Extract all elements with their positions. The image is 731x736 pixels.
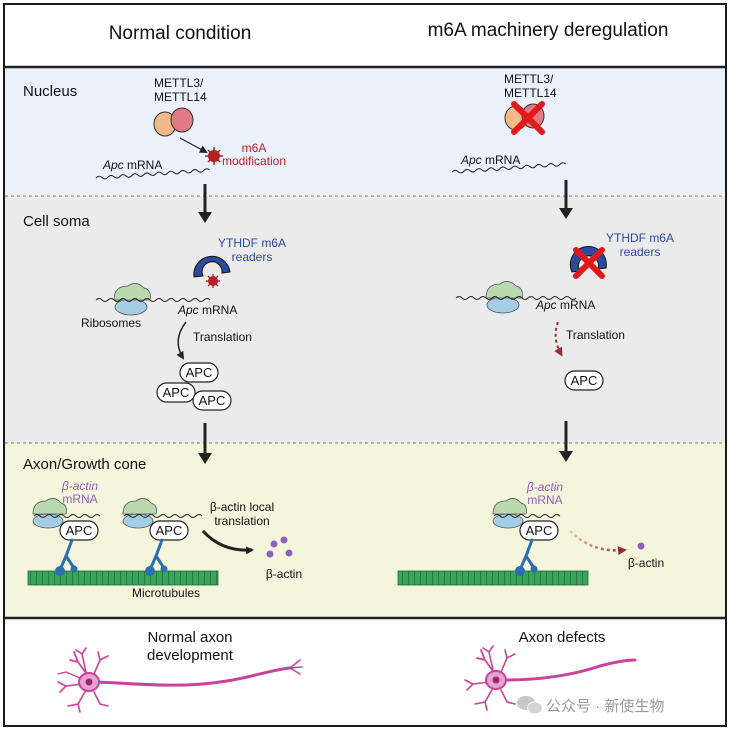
- apc-protein-left-1: APC: [179, 362, 219, 383]
- down-arrow-soma-left: [198, 423, 212, 464]
- translation-label-right: Translation: [566, 328, 625, 342]
- local-translation-label-1: β-actin local: [210, 500, 274, 514]
- mrna-strand-nucleus-left: [95, 168, 211, 180]
- translation-arrow-left: [176, 321, 187, 360]
- beta-actin-label-left: β-actin: [266, 567, 302, 581]
- soma-label: Cell soma: [23, 213, 90, 230]
- beta-actin-dot-right: [637, 542, 645, 550]
- m6a-mark-icon: [205, 147, 223, 165]
- ribosome-icon-left: [113, 283, 151, 316]
- svg-text:APC: APC: [199, 393, 226, 408]
- beta-actin-mrna-label-2: mRNA: [62, 492, 97, 506]
- mrna-strand-soma-right: [455, 296, 577, 300]
- beta-actin-mrna-label-1: β-actin: [61, 479, 99, 493]
- enzyme-label-right-1: METTL3/: [504, 72, 554, 86]
- down-arrow-soma-right: [559, 421, 573, 462]
- reader-label-right-2: readers: [620, 245, 661, 259]
- apc-protein-right: APC: [564, 370, 604, 391]
- down-arrow-nucleus-right: [559, 180, 573, 219]
- svg-text:APC: APC: [156, 523, 183, 538]
- translation-arrow-right: [554, 321, 563, 357]
- apc-mrna-label-soma-right: Apc mRNA: [535, 298, 595, 312]
- reader-label-left-2: readers: [232, 250, 273, 264]
- apc-protein-left-2: APC: [156, 382, 196, 403]
- apc-mrna-label-soma-left: Apc mRNA: [177, 303, 237, 317]
- apc-complex-left-2: APC: [122, 498, 203, 576]
- microtubules-label: Microtubules: [132, 586, 200, 600]
- header-right: m6A machinery deregulation: [428, 20, 669, 41]
- watermark-text: 公众号 · 新使生物: [546, 698, 664, 715]
- svg-text:APC: APC: [186, 365, 213, 380]
- beta-actin-label-right: β-actin: [628, 556, 664, 570]
- beta-actin-mrna-label-right-1: β-actin: [526, 480, 564, 494]
- outcome-left-2: development: [147, 647, 234, 664]
- translation-label-left: Translation: [193, 330, 252, 344]
- impaired-translation-arrow: [569, 530, 627, 556]
- ythdf-reader-icon: [193, 255, 231, 288]
- svg-text:APC: APC: [571, 373, 598, 388]
- beta-actin-mrna-label-right-2: mRNA: [527, 493, 562, 507]
- svg-text:APC: APC: [66, 523, 93, 538]
- microtubule-right: [397, 570, 589, 586]
- apc-complex-right: APC: [492, 498, 561, 576]
- neuron-normal-nucleus: [85, 678, 93, 686]
- outcome-left-1: Normal axon: [147, 629, 232, 646]
- apc-mrna-label-nucleus-right: Apc mRNA: [460, 153, 520, 167]
- outcome-right: Axon defects: [519, 629, 606, 646]
- local-translation-arrow: [201, 529, 254, 555]
- m6a-label-2: modification: [222, 154, 286, 168]
- svg-text:APC: APC: [526, 523, 553, 538]
- wechat-watermark-icon: [517, 696, 543, 715]
- microtubule-left: [27, 570, 219, 586]
- neuron-defect-icon: [464, 645, 637, 711]
- soma-panel: [5, 196, 725, 443]
- mettl-complex-inhibited-icon: [504, 101, 545, 135]
- down-arrow-nucleus-left: [198, 184, 212, 223]
- neuron-normal-icon: [57, 647, 303, 713]
- enzyme-label-right-2: METTL14: [504, 86, 557, 100]
- nucleus-label: Nucleus: [23, 83, 77, 100]
- ribosomes-label: Ribosomes: [81, 316, 141, 330]
- apc-protein-left-3: APC: [192, 390, 232, 411]
- reader-label-left-1: YTHDF m6A: [218, 236, 286, 250]
- methylation-arrow: [179, 137, 208, 153]
- mrna-strand-nucleus-right: [451, 162, 567, 174]
- reader-label-right-1: YTHDF m6A: [606, 231, 674, 245]
- apc-complex-left-1: APC: [32, 498, 101, 576]
- beta-actin-dots-left: [266, 536, 293, 558]
- ythdf-reader-inhibited-icon: [569, 246, 607, 279]
- axon-panel: [5, 443, 725, 617]
- apc-mrna-label-nucleus-left: Apc mRNA: [102, 158, 162, 172]
- header-left: Normal condition: [109, 23, 252, 44]
- m6a-label-1: m6A: [242, 141, 267, 155]
- enzyme-label-left-2: METTL14: [154, 90, 207, 104]
- ribosome-icon-right: [485, 281, 523, 314]
- mettl-complex-icon: [153, 107, 194, 137]
- mrna-strand-soma-left: [95, 298, 211, 302]
- local-translation-label-2: translation: [214, 514, 269, 528]
- nucleus-panel: [5, 67, 725, 195]
- neuron-defect-nucleus: [492, 676, 500, 684]
- axon-label: Axon/Growth cone: [23, 456, 146, 473]
- enzyme-label-left-1: METTL3/: [154, 76, 204, 90]
- svg-text:APC: APC: [163, 385, 190, 400]
